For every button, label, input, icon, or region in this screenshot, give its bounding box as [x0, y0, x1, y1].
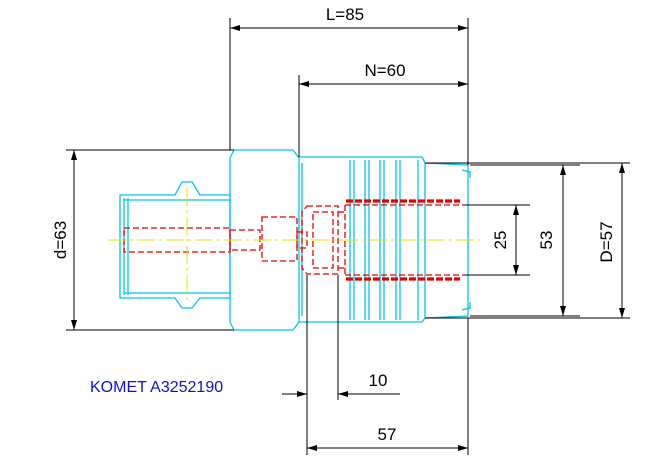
dim-D-label: D=57	[597, 221, 616, 262]
extension-lines	[66, 18, 630, 455]
dim-25-label: 25	[491, 231, 510, 250]
center-line	[108, 188, 480, 300]
flange-outline	[229, 149, 300, 331]
dim-53-label: 53	[537, 231, 556, 250]
dimension-lines	[71, 25, 625, 451]
dim-N-label: N=60	[364, 61, 405, 80]
dim-57-label: 57	[378, 425, 397, 444]
part-number-caption: KOMET A3252190	[90, 379, 223, 396]
dim-10-label: 10	[369, 371, 388, 390]
shank-outline	[119, 181, 231, 309]
collet-thread	[346, 199, 460, 281]
dim-d-label: d=63	[51, 221, 70, 259]
dim-L-label: L=85	[326, 5, 364, 24]
